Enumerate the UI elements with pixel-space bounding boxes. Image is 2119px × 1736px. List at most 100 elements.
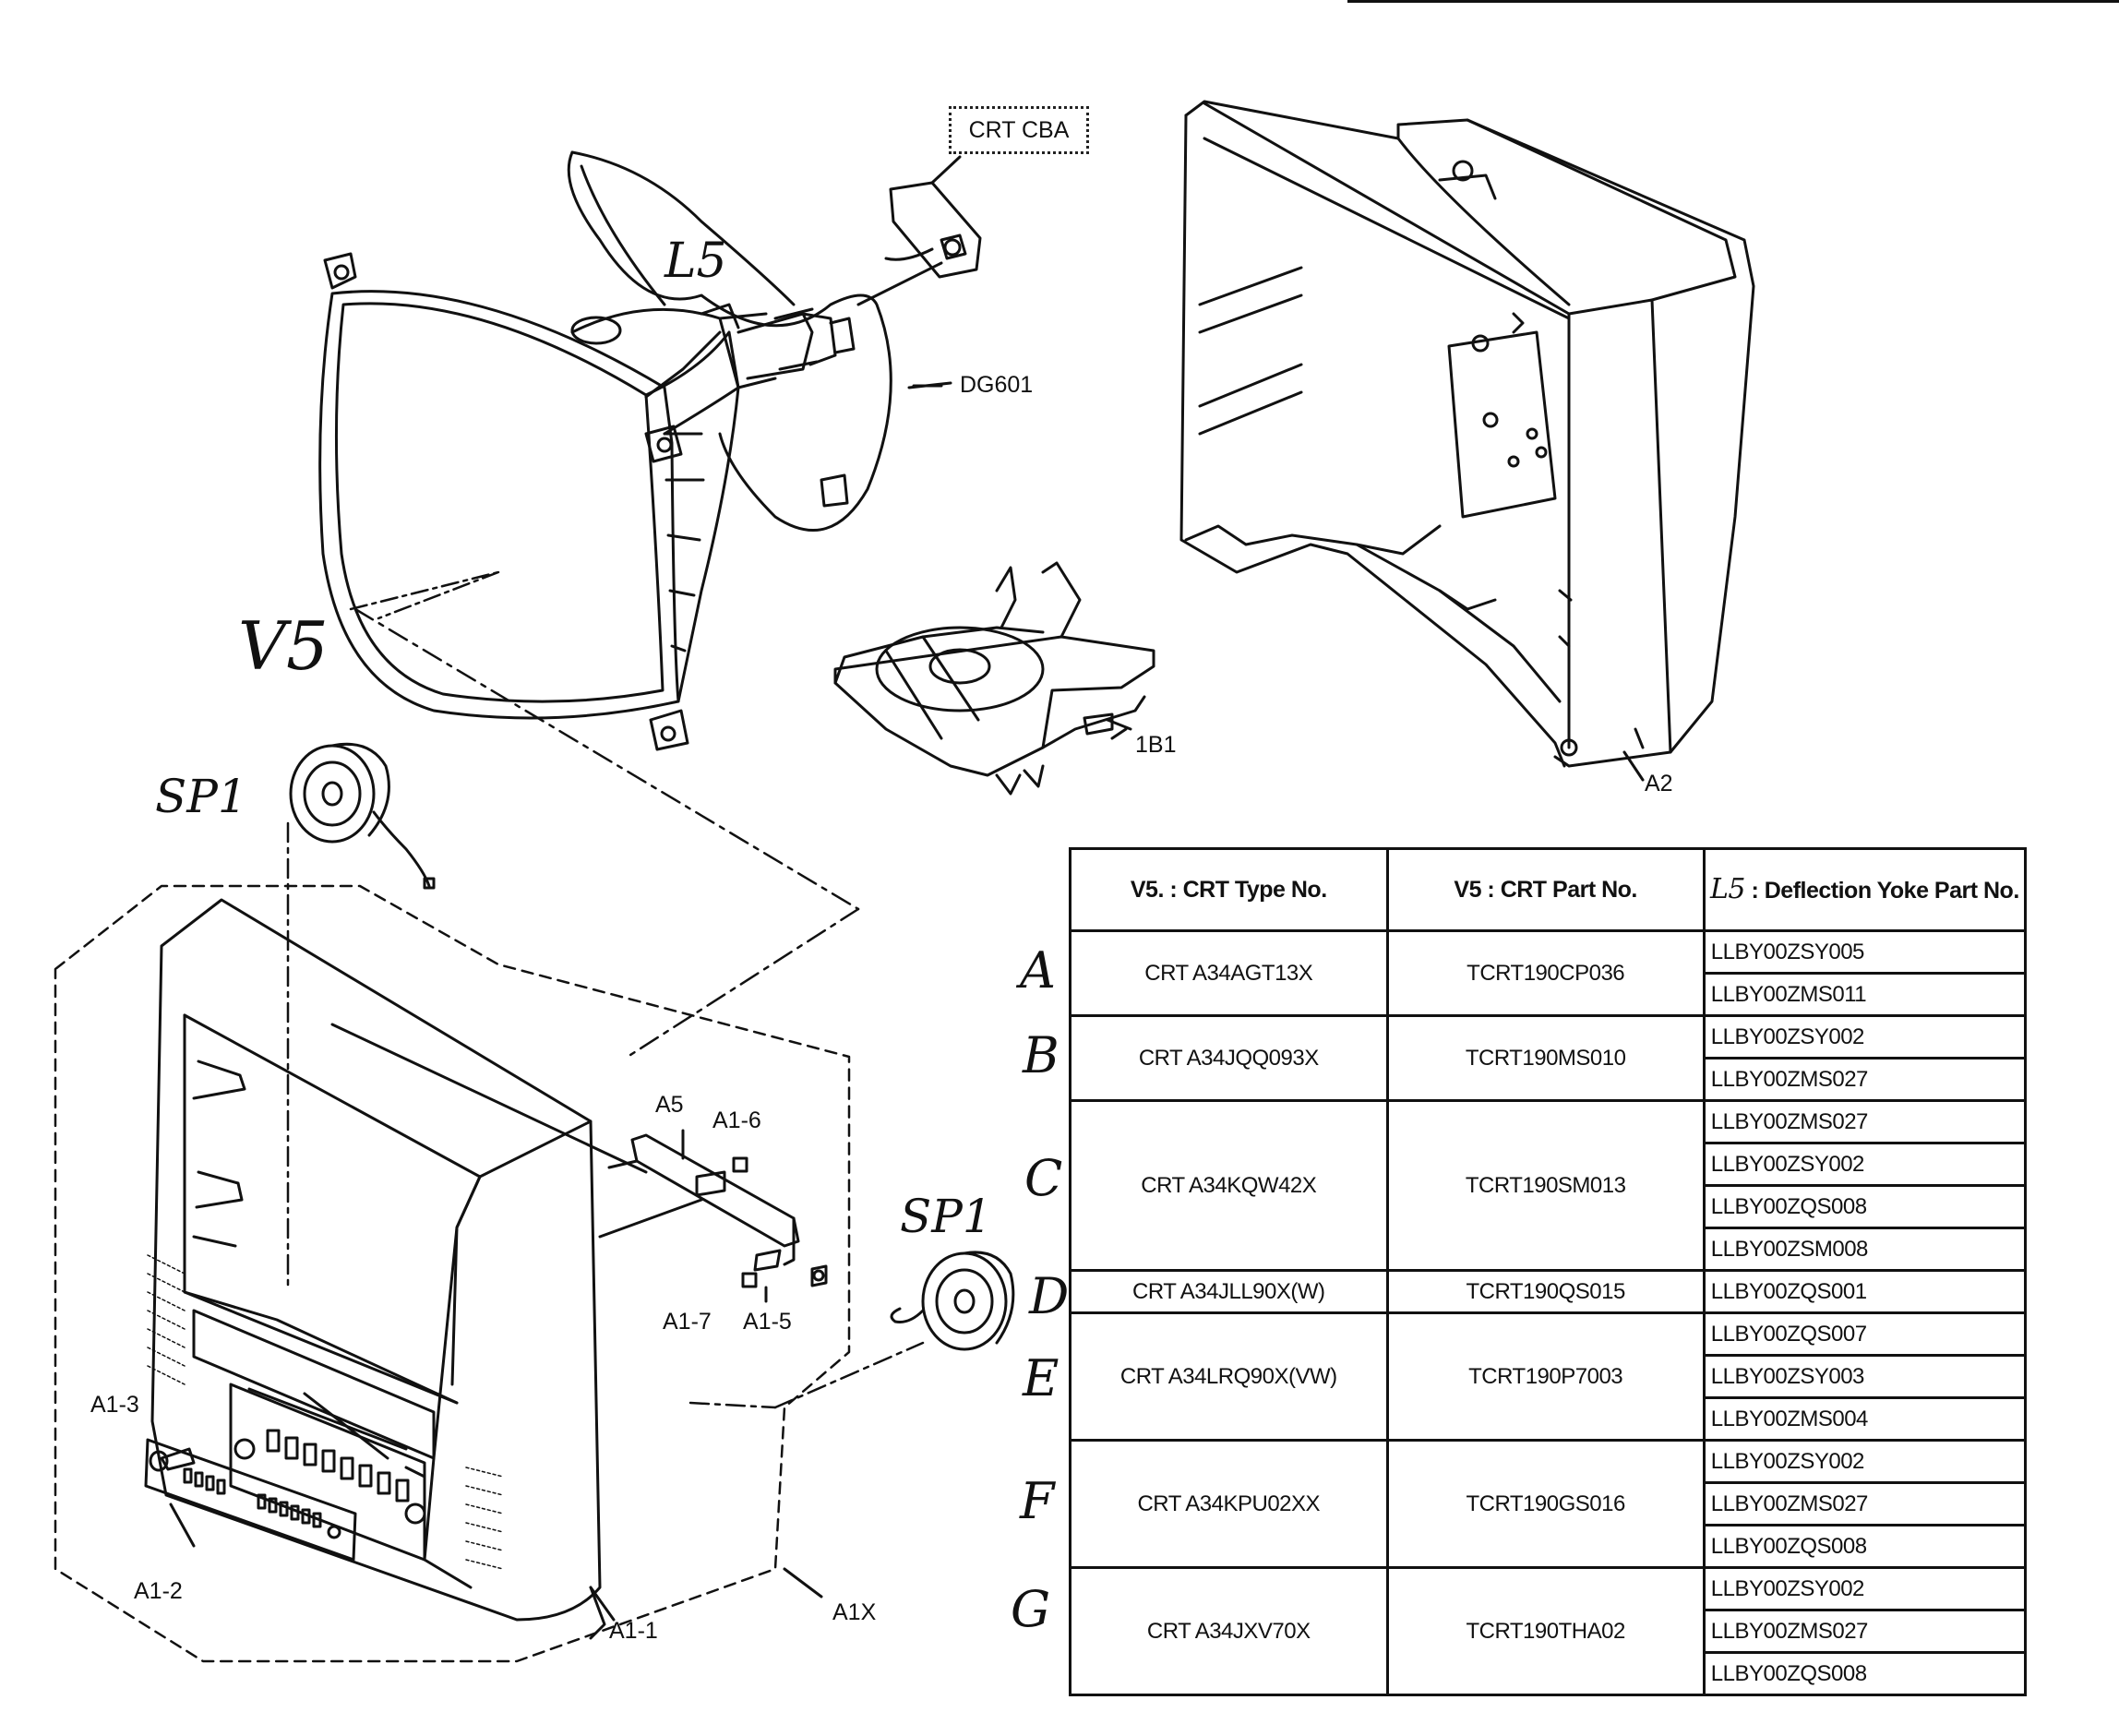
row-letter-f: F <box>1020 1472 1055 1530</box>
label-a1-6: A1-6 <box>712 1107 761 1133</box>
yoke-cell: LLBY00ZMS011 <box>1702 972 2028 1017</box>
assembly-outline-a1x <box>54 884 851 1663</box>
row-letter-g: G <box>1011 1580 1051 1638</box>
table-row: LLBY00ZQS008 <box>1071 1524 2028 1569</box>
top-rule <box>1347 0 2119 3</box>
crt-type-cell: CRT A34KPU02XX <box>1069 1439 1389 1569</box>
back-cabinet-a2 <box>1179 100 1755 782</box>
part-a1-5 <box>810 1264 828 1287</box>
table-row: CRT A34JXV70X TCRT190THA02 LLBY00ZSY002 <box>1069 1566 2028 1696</box>
crt-cba-board <box>856 155 982 306</box>
part-a1-3 <box>160 1447 196 1471</box>
crt-part-cell: TCRT190P7003 <box>1385 1311 1706 1442</box>
table-row: LLBY00ZSY003 <box>1071 1354 2028 1399</box>
header-crt-type: V5. : CRT Type No. <box>1069 847 1389 932</box>
row-letter-b: B <box>1023 1026 1060 1084</box>
yoke-cell: LLBY00ZMS004 <box>1702 1396 2028 1442</box>
table-row: LLBY00ZQS008 <box>1071 1184 2028 1229</box>
yoke-cell: LLBY00ZQS001 <box>1702 1269 2028 1314</box>
table-row: CRT A34JLL90X(W) TCRT190QS015 LLBY00ZQS0… <box>1069 1269 2028 1314</box>
crt-type-cell: CRT A34JLL90X(W) <box>1069 1269 1389 1314</box>
label-1b1: 1B1 <box>1135 732 1176 758</box>
yoke-cell: LLBY00ZSM008 <box>1702 1227 2028 1272</box>
front-panel-buttons <box>233 1429 426 1525</box>
table-row: LLBY00ZSM008 <box>1071 1227 2028 1272</box>
header-l5-symbol: L5 <box>1710 872 1746 905</box>
part-a1-7 <box>741 1272 758 1288</box>
label-a1x: A1X <box>832 1599 877 1625</box>
crt-part-cell: TCRT190GS016 <box>1385 1439 1706 1569</box>
bracket-a5 <box>607 1129 828 1303</box>
crt-part-cell: TCRT190CP036 <box>1385 929 1706 1017</box>
label-dg601: DG601 <box>960 372 1033 398</box>
yoke-cell: LLBY00ZQS008 <box>1702 1524 2028 1569</box>
row-letter-a: A <box>1020 941 1056 1000</box>
row-letter-d: D <box>1029 1267 1070 1325</box>
label-sp1-right: SP1 <box>900 1190 992 1243</box>
table-row: CRT A34JQQ093X TCRT190MS010 LLBY00ZSY002 <box>1069 1014 2028 1102</box>
table-header-row: V5. : CRT Type No. V5 : CRT Part No. L5 … <box>1069 847 2028 932</box>
table-row: LLBY00ZMS004 <box>1071 1396 2028 1442</box>
yoke-cell: LLBY00ZMS027 <box>1702 1609 2028 1654</box>
label-v5: V5 <box>238 607 329 685</box>
row-letter-e: E <box>1023 1349 1060 1407</box>
table-row: CRT A34KQW42X TCRT190SM013 LLBY00ZMS027 <box>1069 1099 2028 1272</box>
front-cabinet-a1-1 <box>147 898 606 1640</box>
yoke-cell: LLBY00ZMS027 <box>1702 1099 2028 1144</box>
crt-type-cell: CRT A34JXV70X <box>1069 1566 1389 1696</box>
header-deflection-yoke: L5 : Deflection Yoke Part No. <box>1702 847 2028 932</box>
header-yoke-label: : Deflection Yoke Part No. <box>1751 877 2019 904</box>
label-a5: A5 <box>655 1092 684 1118</box>
yoke-cell: LLBY00ZQS007 <box>1702 1311 2028 1357</box>
table-row: CRT A34AGT13X TCRT190CP036 LLBY00ZSY005 <box>1069 929 2028 1017</box>
crt-type-cell: CRT A34LRQ90X(VW) <box>1069 1311 1389 1442</box>
crt-part-cell: TCRT190MS010 <box>1385 1014 1706 1102</box>
yoke-cell: LLBY00ZSY002 <box>1702 1566 2028 1611</box>
crt-parts-table: V5. : CRT Type No. V5 : CRT Part No. L5 … <box>1069 847 2028 1696</box>
table-row: LLBY00ZSY002 <box>1071 1142 2028 1187</box>
yoke-cell: LLBY00ZMS027 <box>1702 1057 2028 1102</box>
crt-type-cell: CRT A34AGT13X <box>1069 929 1389 1017</box>
crt-type-cell: CRT A34JQQ093X <box>1069 1014 1389 1102</box>
yoke-cell: LLBY00ZQS008 <box>1702 1184 2028 1229</box>
yoke-cell: LLBY00ZSY002 <box>1702 1439 2028 1484</box>
part-a1-6 <box>732 1156 748 1173</box>
crt-tube <box>318 252 856 751</box>
label-a1-1: A1-1 <box>609 1618 658 1644</box>
chassis-1b1 <box>833 561 1155 796</box>
yoke-cell: LLBY00ZMS027 <box>1702 1481 2028 1526</box>
label-a1-7: A1-7 <box>663 1309 712 1335</box>
label-a1-5: A1-5 <box>743 1309 792 1335</box>
front-panel-a1-2 <box>144 1438 357 1562</box>
yoke-cell: LLBY00ZSY005 <box>1702 929 2028 975</box>
yoke-cell: LLBY00ZQS008 <box>1702 1651 2028 1696</box>
yoke-cell: LLBY00ZSY003 <box>1702 1354 2028 1399</box>
speaker-left <box>289 742 436 890</box>
table-row: LLBY00ZQS008 <box>1071 1651 2028 1696</box>
table-row: LLBY00ZMS027 <box>1071 1481 2028 1526</box>
yoke-cell: LLBY00ZSY002 <box>1702 1142 2028 1187</box>
crt-cba-label: CRT CBA <box>968 116 1070 143</box>
label-sp1-left: SP1 <box>155 770 247 823</box>
crt-cba-callout: CRT CBA <box>949 106 1089 154</box>
yoke-cell: LLBY00ZSY002 <box>1702 1014 2028 1060</box>
label-a1-2: A1-2 <box>134 1578 183 1604</box>
table-row: CRT A34KPU02XX TCRT190GS016 LLBY00ZSY002 <box>1069 1439 2028 1569</box>
diagram-labels: DG601 1B1 A2 A5 A1-6 A1-7 A1-5 A1-3 A1-2… <box>90 233 1673 1644</box>
label-a1-3: A1-3 <box>90 1392 139 1418</box>
table-row: LLBY00ZMS011 <box>1071 972 2028 1017</box>
table-row: LLBY00ZMS027 <box>1071 1057 2028 1102</box>
row-letter-c: C <box>1024 1149 1063 1207</box>
crt-part-cell: TCRT190QS015 <box>1385 1269 1706 1314</box>
header-crt-part: V5 : CRT Part No. <box>1385 847 1706 932</box>
table-row: CRT A34LRQ90X(VW) TCRT190P7003 LLBY00ZQS… <box>1069 1311 2028 1442</box>
table-row: LLBY00ZMS027 <box>1071 1609 2028 1654</box>
degaussing-coil <box>567 150 952 532</box>
crt-part-cell: TCRT190SM013 <box>1385 1099 1706 1272</box>
speaker-right <box>890 1251 1015 1351</box>
crt-type-cell: CRT A34KQW42X <box>1069 1099 1389 1272</box>
label-a2: A2 <box>1645 771 1673 796</box>
label-l5: L5 <box>664 233 727 289</box>
crt-part-cell: TCRT190THA02 <box>1385 1566 1706 1696</box>
